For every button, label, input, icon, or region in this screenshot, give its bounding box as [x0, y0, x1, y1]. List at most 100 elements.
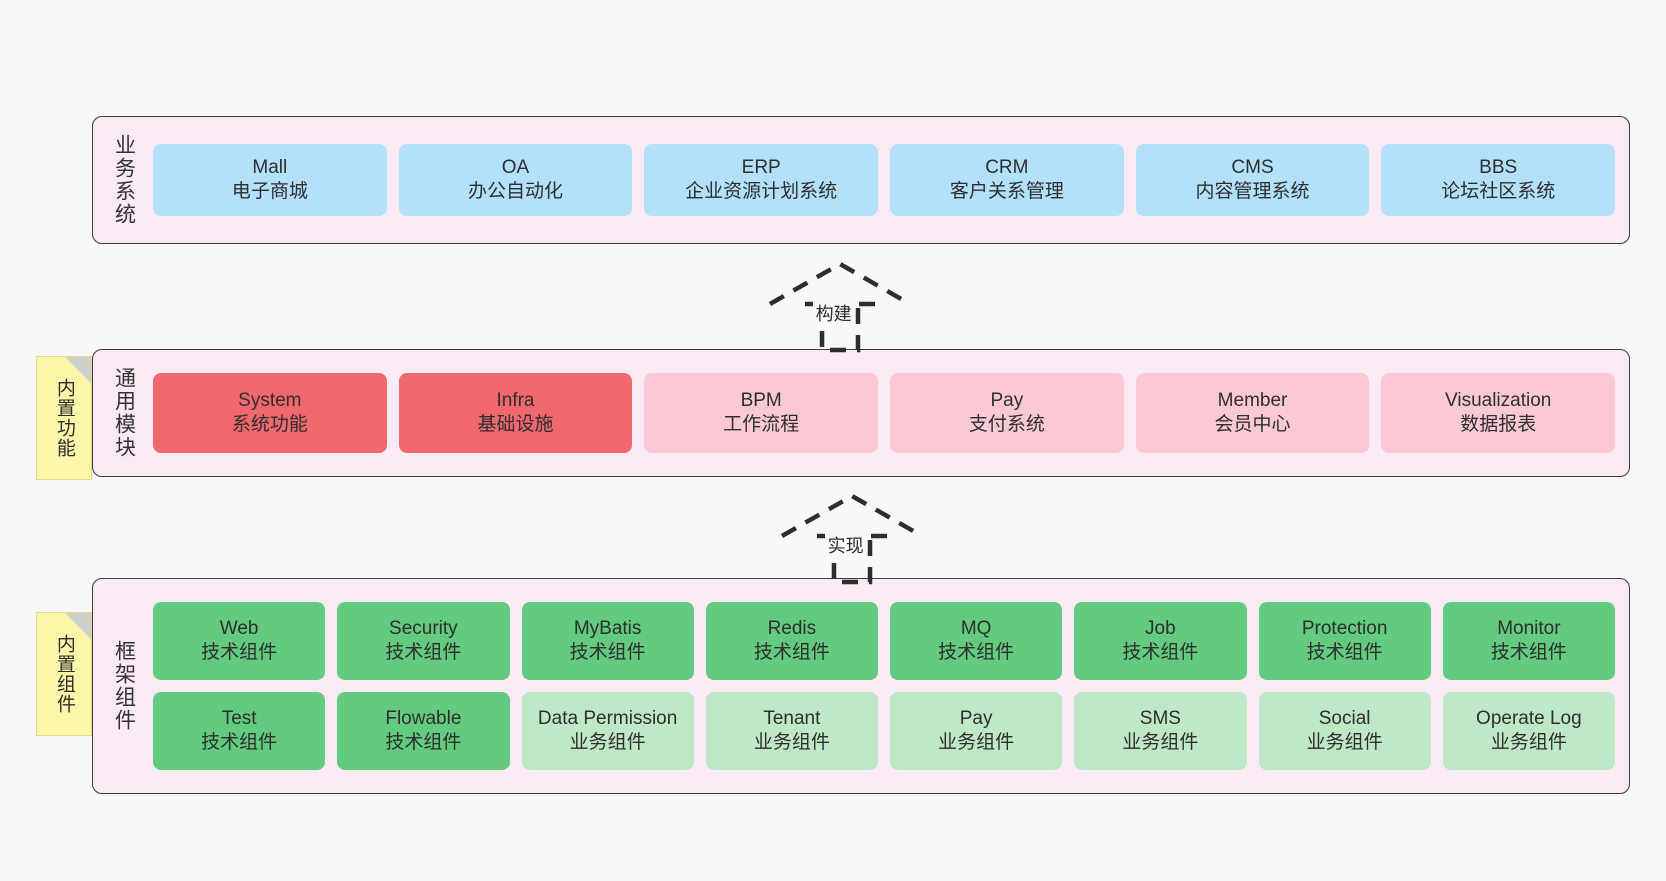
- arrow-implement: 实现: [772, 490, 932, 586]
- component-card-subtitle: 业务组件: [1122, 732, 1199, 753]
- component-card[interactable]: Web 技术组件: [153, 602, 326, 680]
- component-card-subtitle: 电子商城: [231, 181, 308, 202]
- component-card-title: System: [238, 389, 302, 411]
- arrow-implement-label: 实现: [824, 532, 867, 558]
- component-card-subtitle: 业务组件: [1306, 732, 1383, 753]
- component-card-subtitle: 论坛社区系统: [1441, 181, 1556, 202]
- component-card-title: BPM: [740, 389, 782, 411]
- component-card-subtitle: 办公自动化: [468, 181, 564, 202]
- component-card-subtitle: 技术组件: [938, 642, 1015, 663]
- component-card-title: Pay: [959, 707, 993, 729]
- component-card-title: MQ: [960, 617, 992, 639]
- component-card-title: Visualization: [1445, 389, 1552, 411]
- component-card[interactable]: Operate Log 业务组件: [1442, 692, 1615, 770]
- component-card[interactable]: Pay 业务组件: [890, 692, 1063, 770]
- component-card[interactable]: Pay 支付系统: [890, 373, 1124, 453]
- component-card[interactable]: ERP 企业资源计划系统: [644, 144, 879, 216]
- arrow-build-label: 构建: [812, 300, 855, 326]
- component-card[interactable]: Social 业务组件: [1258, 692, 1431, 770]
- component-card-subtitle: 技术组件: [1490, 642, 1567, 663]
- component-card-title: CRM: [985, 156, 1029, 178]
- component-card-title: Redis: [767, 617, 817, 639]
- component-card-title: Pay: [990, 389, 1024, 411]
- component-card[interactable]: Job 技术组件: [1074, 602, 1247, 680]
- component-card-subtitle: 基础设施: [477, 414, 554, 435]
- layer-body-modules: System 系统功能 Infra 基础设施 BPM 工作流程 Pay 支付系统 Member 会…: [147, 350, 1629, 476]
- component-card-title: OA: [501, 156, 530, 178]
- component-card[interactable]: Data Permission 业务组件: [521, 692, 694, 770]
- component-card-title: CMS: [1231, 156, 1274, 178]
- component-card-subtitle: 技术组件: [753, 642, 830, 663]
- component-card[interactable]: CMS 内容管理系统: [1135, 144, 1370, 216]
- component-card-title: Tenant: [763, 707, 821, 729]
- layer-title-business: 业务系统: [112, 134, 136, 226]
- component-card-title: Operate Log: [1476, 707, 1582, 729]
- component-card-subtitle: 技术组件: [385, 732, 462, 753]
- component-card-title: Mall: [252, 156, 288, 178]
- sticky-note-builtin-functions: 内置功能: [36, 356, 92, 480]
- component-card[interactable]: System 系统功能: [153, 373, 387, 453]
- component-card[interactable]: Mall 电子商城: [153, 144, 387, 216]
- component-card-title: MyBatis: [573, 617, 642, 639]
- component-card-subtitle: 技术组件: [201, 642, 278, 663]
- component-card-subtitle: 技术组件: [385, 642, 462, 663]
- component-card[interactable]: Tenant 业务组件: [705, 692, 878, 770]
- component-card-subtitle: 支付系统: [968, 414, 1045, 435]
- component-row: Mall 电子商城 OA 办公自动化 ERP 企业资源计划系统 CRM 客户关系管理 CMS 内容…: [153, 144, 1616, 216]
- component-card-subtitle: 企业资源计划系统: [685, 181, 838, 202]
- sticky-note-label: 内置功能: [53, 378, 75, 458]
- component-card-title: Security: [389, 617, 458, 639]
- sticky-note-label: 内置组件: [53, 634, 75, 714]
- component-card-subtitle: 系统功能: [231, 414, 308, 435]
- component-card-title: Monitor: [1497, 617, 1561, 639]
- component-card-subtitle: 技术组件: [569, 642, 646, 663]
- component-card[interactable]: Monitor 技术组件: [1442, 602, 1615, 680]
- layer-common-modules: 通用模块 System 系统功能 Infra 基础设施 BPM 工作流程 Pay 支付系统 Me…: [92, 349, 1630, 477]
- component-card-subtitle: 技术组件: [1122, 642, 1199, 663]
- component-card[interactable]: Flowable 技术组件: [337, 692, 510, 770]
- component-card[interactable]: MQ 技术组件: [890, 602, 1063, 680]
- component-card[interactable]: BPM 工作流程: [644, 373, 879, 453]
- component-card-title: ERP: [741, 156, 781, 178]
- component-card[interactable]: MyBatis 技术组件: [521, 602, 694, 680]
- component-card-subtitle: 会员中心: [1214, 414, 1291, 435]
- component-card-title: Data Permission: [537, 707, 678, 729]
- component-card-subtitle: 客户关系管理: [949, 181, 1064, 202]
- component-card-title: Social: [1318, 707, 1371, 729]
- component-card[interactable]: CRM 客户关系管理: [890, 144, 1124, 216]
- layer-business-systems: 业务系统 Mall 电子商城 OA 办公自动化 ERP 企业资源计划系统 CRM 客户关系管理…: [92, 116, 1630, 244]
- component-card[interactable]: OA 办公自动化: [398, 144, 633, 216]
- component-card-subtitle: 业务组件: [569, 732, 646, 753]
- component-card-subtitle: 业务组件: [753, 732, 830, 753]
- component-card-title: SMS: [1139, 707, 1181, 729]
- component-card-title: Flowable: [385, 707, 462, 729]
- component-card-title: Protection: [1301, 617, 1388, 639]
- component-card-subtitle: 业务组件: [938, 732, 1015, 753]
- component-card[interactable]: Infra 基础设施: [398, 373, 633, 453]
- component-card[interactable]: BBS 论坛社区系统: [1381, 144, 1616, 216]
- component-card-title: Infra: [496, 389, 535, 411]
- component-card-title: BBS: [1479, 156, 1518, 178]
- component-card-subtitle: 业务组件: [1490, 732, 1567, 753]
- arrow-build: 构建: [760, 258, 920, 354]
- component-card-subtitle: 内容管理系统: [1195, 181, 1310, 202]
- component-card[interactable]: Security 技术组件: [337, 602, 510, 680]
- layer-title-modules: 通用模块: [112, 367, 136, 459]
- component-card-subtitle: 技术组件: [201, 732, 278, 753]
- component-card[interactable]: Redis 技术组件: [705, 602, 878, 680]
- component-card[interactable]: Test 技术组件: [153, 692, 326, 770]
- component-card[interactable]: Member 会员中心: [1135, 373, 1370, 453]
- component-card-title: Test: [221, 707, 257, 729]
- component-card-title: Member: [1217, 389, 1288, 411]
- component-card-title: Web: [219, 617, 259, 639]
- component-card-subtitle: 工作流程: [723, 414, 800, 435]
- component-card-title: Job: [1145, 617, 1176, 639]
- layer-body-business: Mall 电子商城 OA 办公自动化 ERP 企业资源计划系统 CRM 客户关系管理 CMS 内容…: [147, 117, 1629, 243]
- component-card[interactable]: SMS 业务组件: [1074, 692, 1247, 770]
- component-card-subtitle: 技术组件: [1306, 642, 1383, 663]
- component-card[interactable]: Protection 技术组件: [1258, 602, 1431, 680]
